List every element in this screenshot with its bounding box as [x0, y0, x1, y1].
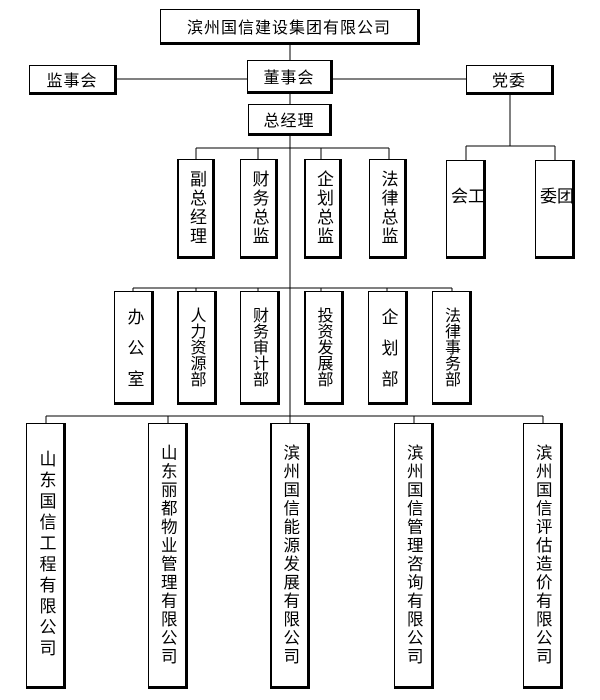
youth-league-box: 团委: [535, 160, 575, 259]
subsidiary-binzhou-guoxin-consulting-box: 滨州国信管理咨询有限公司: [394, 423, 434, 689]
exec-planning-director-box: 企划总监: [304, 159, 342, 259]
exec-legal-director-box: 法律总监: [369, 159, 407, 259]
dept-office-box: 办公室: [114, 291, 154, 405]
subsidiary-binzhou-guoxin-appraisal-box: 滨州国信评估造价有限公司: [523, 423, 563, 689]
dept-planning-box: 企划部: [368, 291, 408, 405]
board-of-directors-box: 董事会: [247, 60, 333, 94]
exec-deputy-gm-box: 副总经理: [177, 159, 215, 259]
exec-cfo-box: 财务总监: [240, 159, 278, 259]
general-manager-box: 总经理: [248, 104, 332, 136]
dept-legal-affairs-box: 法律事务部: [432, 291, 472, 405]
party-committee-box: 党委: [466, 65, 554, 95]
dept-investment-dev-box: 投资发展部: [304, 291, 344, 405]
dept-finance-audit-box: 财务审计部: [240, 291, 280, 405]
subsidiary-binzhou-guoxin-energy-box: 滨州国信能源发展有限公司: [270, 423, 310, 689]
dept-hr-box: 人力资源部: [177, 291, 217, 405]
subsidiary-shandong-lidu-property-box: 山东丽都物业管理有限公司: [148, 423, 188, 689]
group-company-box: 滨州国信建设集团有限公司: [160, 9, 420, 45]
subsidiary-shandong-guoxin-engineering-box: 山东国信工程有限公司: [26, 423, 66, 689]
union-box: 工会: [446, 160, 486, 259]
supervisory-board-box: 监事会: [29, 65, 117, 95]
